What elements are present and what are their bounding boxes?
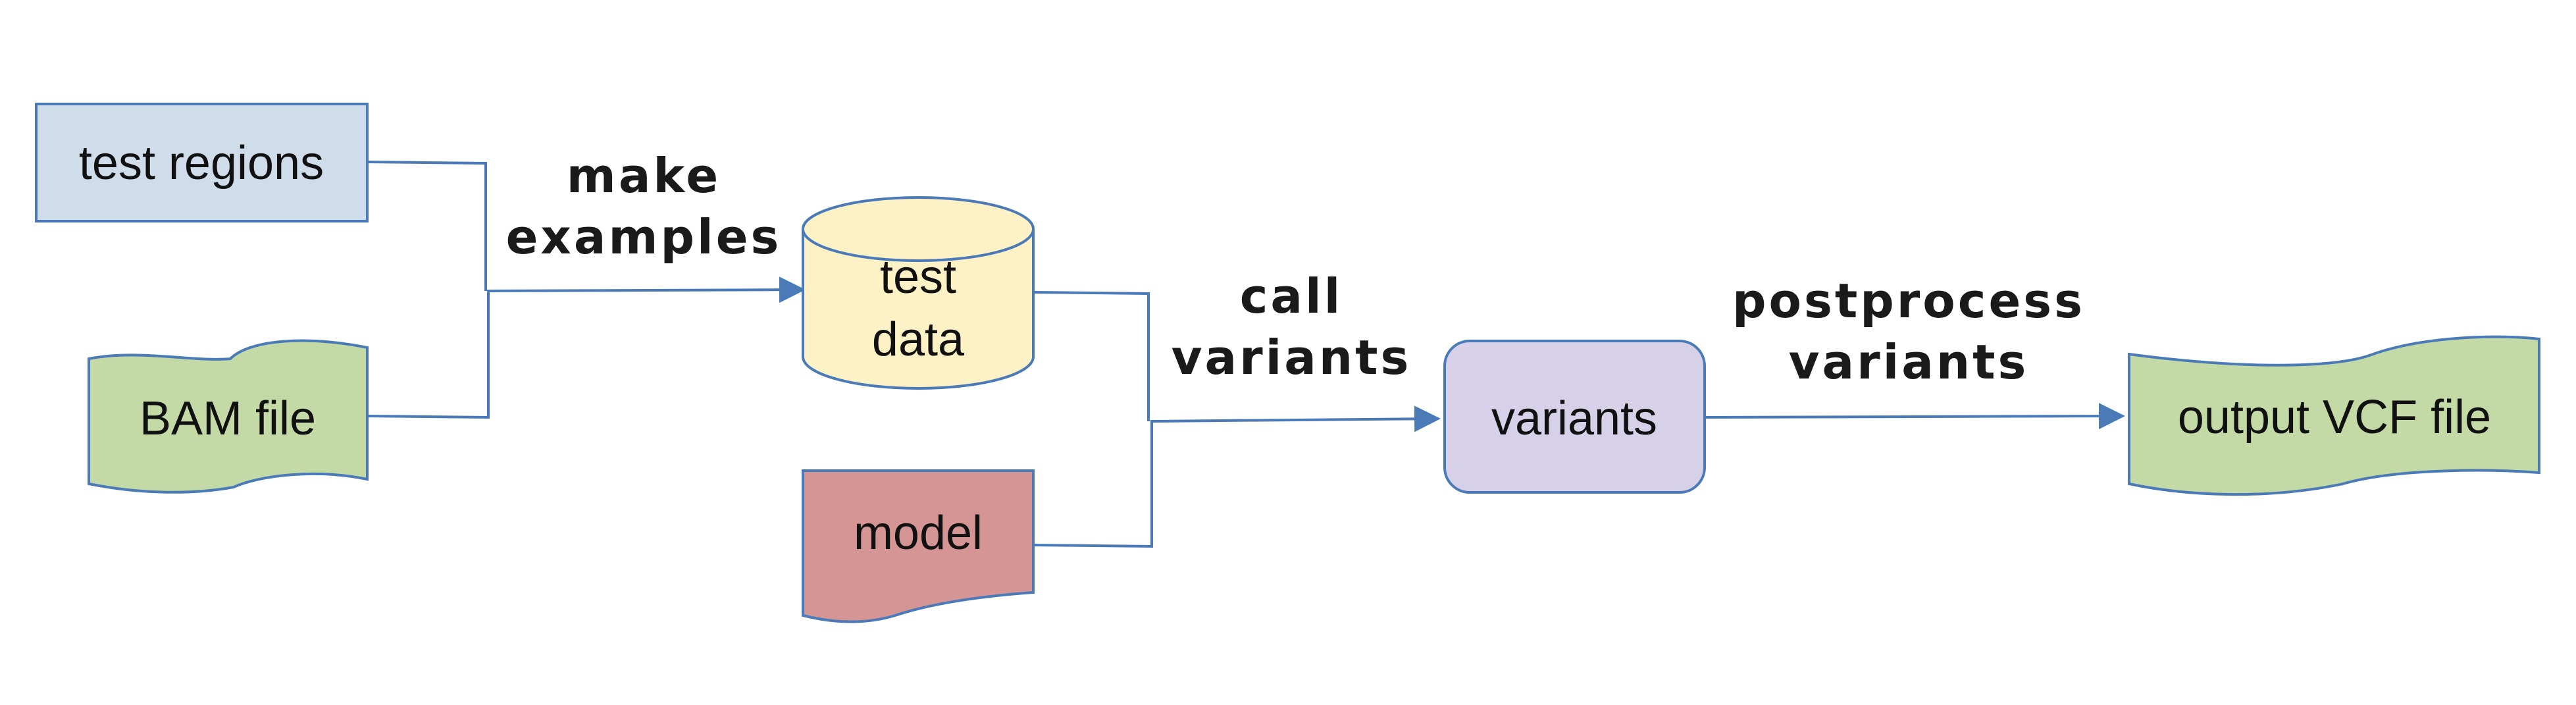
node-bam-file: BAM file bbox=[88, 339, 369, 494]
edge-merge-to-variants bbox=[1150, 405, 1441, 432]
edge-test-regions-to-merge bbox=[367, 161, 487, 291]
test-regions-box bbox=[35, 103, 369, 222]
output-vcf-file-label: output VCF file bbox=[2178, 391, 2491, 444]
model-shape bbox=[802, 469, 1035, 623]
call-variants-line-2: variants bbox=[1172, 330, 1412, 385]
edge-model-to-merge bbox=[1033, 421, 1153, 548]
node-variants: variants bbox=[1443, 340, 1706, 494]
output-vcf-file-shape bbox=[2128, 335, 2540, 496]
variants-box bbox=[1443, 340, 1706, 494]
bam-file-shape bbox=[88, 339, 369, 494]
edge-bam-file-to-merge bbox=[367, 291, 490, 419]
test-data-label-line-1: test bbox=[880, 251, 956, 303]
make-examples-line-2: examples bbox=[506, 209, 782, 265]
postprocess-variants-line-2: variants bbox=[1789, 334, 2029, 390]
postprocess-variants-line-1: postprocess bbox=[1732, 273, 2085, 328]
make-examples-line-1: make bbox=[567, 148, 721, 203]
step-postprocess-variants: postprocess variants bbox=[1732, 273, 2085, 390]
edge-test-data-to-merge bbox=[1033, 291, 1150, 421]
bam-file-label: BAM file bbox=[140, 392, 316, 445]
variants-label: variants bbox=[1491, 392, 1657, 445]
model-label: model bbox=[854, 507, 983, 560]
step-call-variants: call variants bbox=[1172, 269, 1412, 385]
test-data-cylinder-top bbox=[802, 196, 1035, 262]
edge-merge-to-test-data bbox=[486, 276, 806, 303]
call-variants-line-1: call bbox=[1240, 269, 1343, 324]
node-test-data: test data bbox=[802, 196, 1035, 390]
test-data-label-line-2: data bbox=[872, 313, 965, 366]
edge-variants-to-output bbox=[1704, 403, 2125, 430]
node-model: model bbox=[802, 469, 1035, 623]
node-test-regions: test regions bbox=[35, 103, 369, 222]
test-data-cylinder-body bbox=[802, 229, 1035, 390]
test-regions-label: test regions bbox=[79, 137, 324, 190]
node-output-vcf-file: output VCF file bbox=[2128, 335, 2540, 496]
connectors bbox=[367, 161, 2125, 548]
step-make-examples: make examples bbox=[506, 148, 782, 265]
